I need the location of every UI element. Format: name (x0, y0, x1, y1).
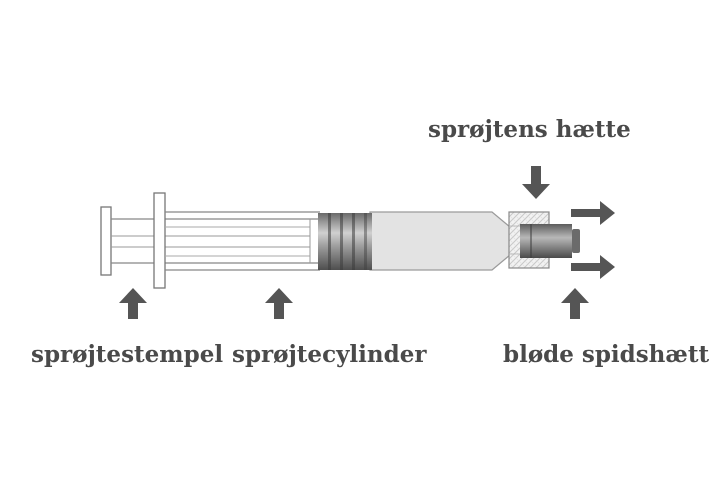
label-syringe-cap: sprøjtens hætte (428, 116, 631, 143)
arrow-pull-top (571, 201, 615, 225)
label-plunger: sprøjtestempel (31, 341, 224, 368)
arrow-syringe-cap (522, 166, 550, 199)
arrow-pull-bottom (571, 255, 615, 279)
plunger (100, 206, 318, 276)
label-arrows (119, 166, 615, 319)
rubber-stopper (318, 213, 372, 270)
finger-flange (153, 192, 166, 289)
arrow-soft-tip-cap (561, 288, 589, 319)
soft-tip-cap (520, 224, 580, 258)
arrow-barrel (265, 288, 293, 319)
label-soft-tip-cap: bløde spidshætte (503, 341, 710, 368)
arrow-plunger (119, 288, 147, 319)
label-barrel: sprøjtecylinder (232, 341, 427, 368)
